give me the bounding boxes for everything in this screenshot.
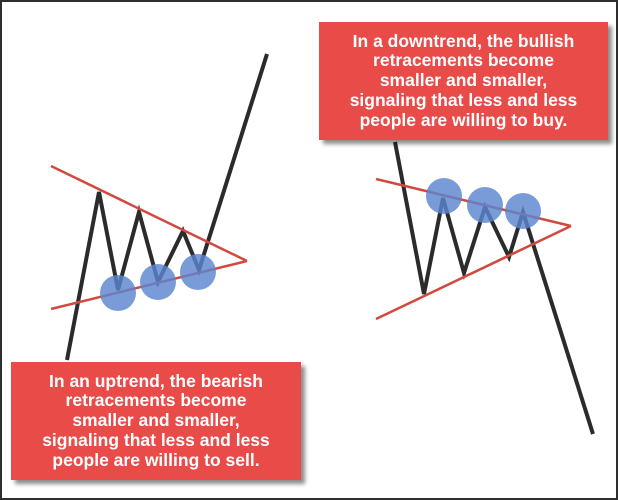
retracement-highlight-circle (505, 193, 541, 229)
price-path-line (393, 141, 595, 435)
retracement-highlight-circle (467, 187, 503, 223)
retracement-highlight-circle (426, 178, 462, 214)
callout-line: In an uptrend, the bearish (49, 370, 263, 391)
uptrend-callout: In an uptrend, the bearish retracements … (11, 362, 301, 480)
callout-line: signaling that less and less (42, 429, 270, 450)
callout-line: smaller and smaller, (72, 410, 240, 431)
callout-line: people are willing to buy. (359, 109, 568, 130)
downtrend-callout: In a downtrend, the bullish retracements… (319, 22, 608, 140)
retracement-highlight-circle (180, 254, 216, 290)
price-path-line (65, 53, 269, 361)
downtrend-triangle-diagram (375, 141, 595, 435)
upper-trendline (50, 164, 248, 263)
uptrend-triangle-diagram (50, 53, 269, 361)
callout-line: In a downtrend, the bullish (352, 30, 575, 51)
callout-line: smaller and smaller, (379, 70, 548, 91)
callout-line: retracements become (373, 50, 554, 71)
callout-line: people are willing to sell. (52, 449, 260, 470)
retracement-highlight-circle (140, 264, 176, 300)
callout-line: signaling that less and less (349, 89, 578, 110)
callout-line: retracements become (65, 390, 247, 411)
lower-trendline (375, 224, 572, 321)
retracement-highlight-circle (100, 275, 136, 311)
